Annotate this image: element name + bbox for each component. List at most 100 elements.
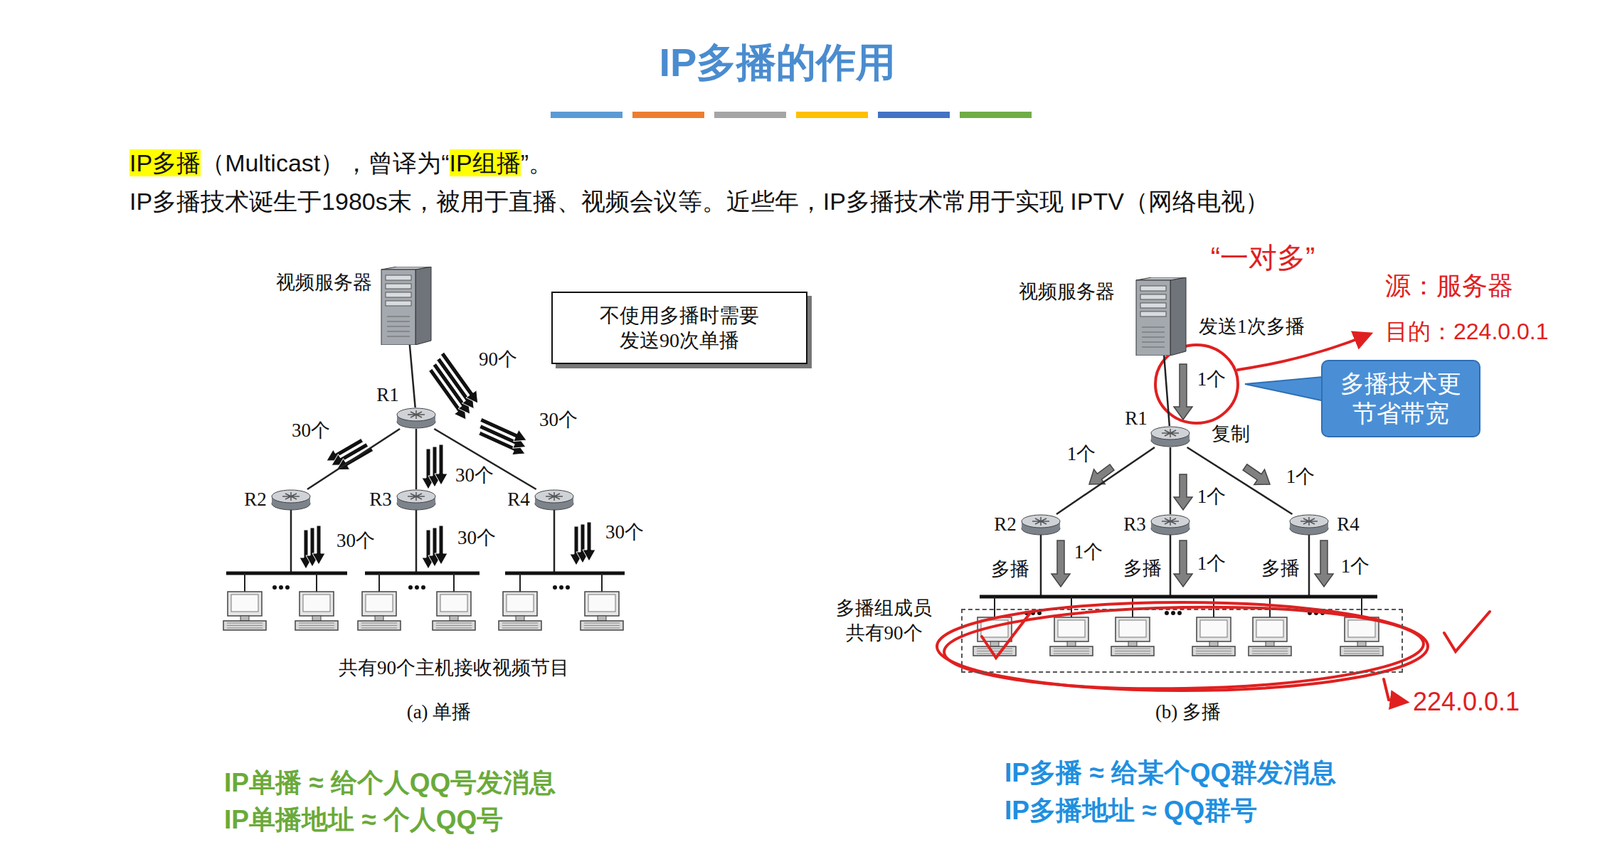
highlighted-term: IP组播 (449, 149, 521, 177)
multicast-arrow (1173, 474, 1193, 511)
color-bar (877, 111, 950, 119)
router-name: R1 (1124, 406, 1148, 432)
host-computer (1111, 596, 1154, 656)
router: R3 (396, 489, 437, 511)
key-row (1252, 653, 1288, 655)
router-marks (545, 492, 563, 501)
lan-bars (226, 573, 1378, 597)
packet-count: 1个 (1074, 540, 1104, 564)
multicast-arrow (1089, 464, 1115, 485)
base (295, 621, 338, 631)
key-row (226, 628, 263, 629)
host-wire (1131, 596, 1134, 618)
monitor (227, 591, 262, 617)
packet-count: 1个 (1197, 367, 1227, 391)
host-computer (498, 573, 542, 631)
server-side (1170, 277, 1186, 356)
analogy-text: IP单播 ≈ 给个人QQ号发消息 (224, 767, 556, 799)
network-link (409, 345, 416, 408)
drive-slot (385, 292, 412, 298)
stand (1357, 641, 1366, 647)
stand (374, 616, 384, 622)
router: R2 (1020, 514, 1061, 536)
video-server: 视频服务器 (1133, 277, 1189, 356)
packet-count: 1个 (1197, 552, 1227, 575)
router-icon (396, 489, 437, 511)
router-icon (534, 489, 575, 511)
router-drop (553, 506, 556, 574)
color-bar (550, 111, 623, 119)
base (1192, 646, 1236, 656)
red-arrow (1383, 679, 1406, 703)
multicast-group: 多播组成员 共有90个 (961, 608, 1403, 674)
packet-count: 1个 (1286, 465, 1316, 489)
key-row (436, 628, 472, 629)
key-row (1114, 650, 1151, 652)
key-row (1195, 650, 1232, 652)
hosts (223, 573, 1384, 656)
stand (1209, 641, 1218, 647)
intro-line: IP多播（Multicast），曾译为“IP组播”。 (129, 147, 553, 180)
multicast-arrow (1314, 540, 1334, 587)
ellipsis-dot (1171, 611, 1176, 616)
base (1050, 646, 1093, 656)
stand (597, 616, 607, 622)
check-mark (1444, 611, 1490, 652)
host-computer (1340, 596, 1384, 656)
packet-count: 30个 (336, 529, 375, 553)
color-bar (714, 111, 787, 119)
ellipsis-dot (408, 585, 413, 590)
packet-count: 1个 (1067, 442, 1097, 466)
key-row (584, 628, 620, 629)
lan-bar (364, 571, 480, 576)
key-row (1053, 650, 1090, 652)
screen (1119, 620, 1147, 638)
router-icon (1289, 514, 1329, 536)
router-marks (1032, 517, 1050, 526)
server-top (1136, 277, 1186, 281)
router-name: R4 (1336, 512, 1360, 538)
stand (990, 641, 999, 647)
figure-note: 发送1次多播 (1198, 315, 1305, 338)
server-label: 视频服务器 (276, 270, 373, 296)
router: R2 (271, 489, 311, 511)
router-top (271, 490, 311, 503)
color-bar (959, 111, 1032, 119)
base (1111, 646, 1154, 656)
vent-line (1141, 347, 1165, 348)
monitor (584, 591, 619, 617)
key-row (436, 625, 472, 627)
key-row (298, 628, 335, 629)
server-side (415, 266, 432, 346)
router-name: R3 (369, 487, 392, 513)
host-wire (1269, 596, 1271, 618)
key-row (298, 623, 335, 624)
packet-count: 30个 (455, 463, 494, 487)
router: R3 (1150, 514, 1191, 536)
key-row (1252, 648, 1288, 650)
analogy-text: IP多播地址 ≈ QQ群号 (1004, 795, 1258, 827)
vent-line (387, 336, 410, 338)
key-row (361, 628, 397, 629)
screen (365, 594, 393, 612)
monitor (362, 591, 397, 617)
ellipsis-dot (559, 585, 564, 590)
network-link (415, 428, 418, 490)
key-row (584, 625, 620, 627)
ellipsis-dot (285, 585, 290, 590)
host-wire (315, 573, 318, 592)
key-row (1053, 648, 1090, 650)
ellipsis-dot (1177, 611, 1182, 616)
vent-line (387, 326, 410, 328)
router: R4 (534, 489, 575, 511)
packet-count: 30个 (457, 526, 496, 550)
key-row (1114, 653, 1151, 655)
router-marks (1300, 517, 1318, 526)
check-mark (981, 613, 1031, 659)
monitor (436, 591, 471, 617)
router-marks (407, 410, 425, 420)
lan-bar (979, 595, 1378, 600)
ellipsis-dot (421, 585, 426, 590)
key-row (1343, 653, 1380, 655)
server-icon (1133, 277, 1189, 356)
